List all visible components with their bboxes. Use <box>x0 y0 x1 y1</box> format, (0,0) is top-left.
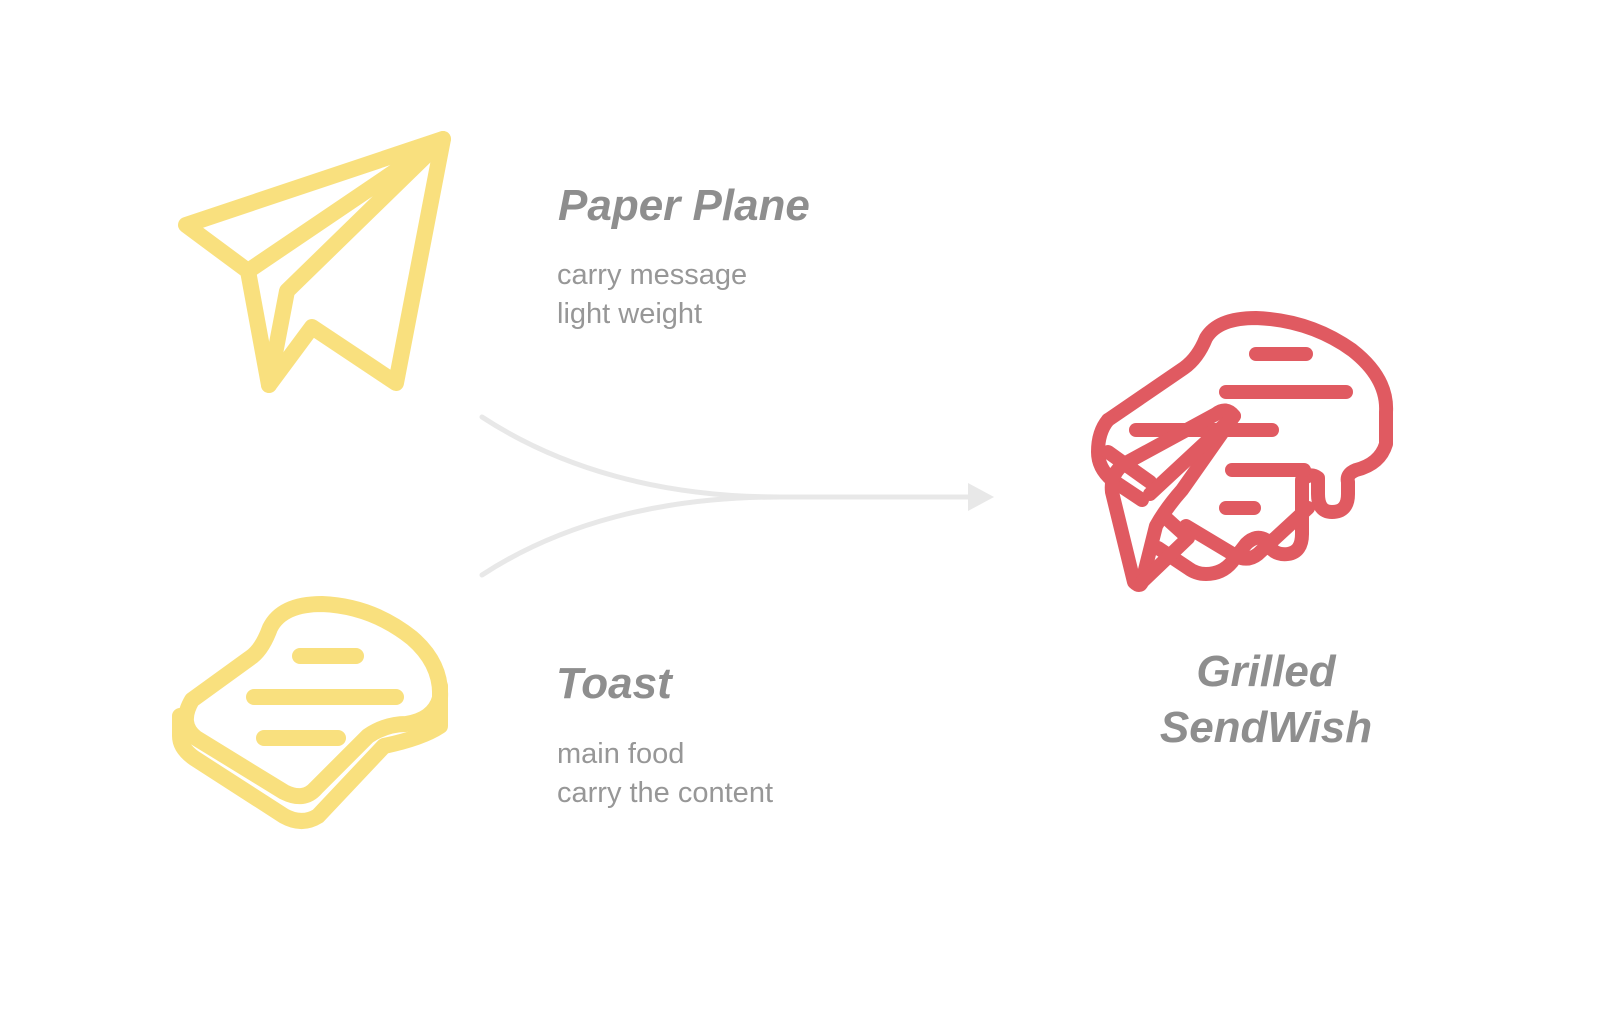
toast-line-2: carry the content <box>557 777 773 809</box>
grilled-sendwish-icon <box>1091 311 1446 612</box>
grilled-sendwish-title-line-2: SendWish <box>1159 703 1373 752</box>
paper-plane-icon <box>175 125 475 395</box>
toast-icon <box>172 596 472 858</box>
paper-plane-description: carry message light weight <box>557 256 747 334</box>
upper-flow-curve <box>479 414 783 500</box>
grilled-sendwish-title: Grilled SendWish <box>1096 644 1436 756</box>
grilled-sendwish-title-line-1: Grilled <box>1196 647 1336 696</box>
lower-flow-curve <box>479 494 783 578</box>
paper-plane-line-1: carry message <box>557 259 748 291</box>
flow-arrow-head <box>968 483 994 511</box>
paper-plane-line-2: light weight <box>557 298 703 330</box>
toast-title: Toast <box>556 659 672 708</box>
paper-plane-title: Paper Plane <box>558 181 810 230</box>
toast-description: main food carry the content <box>557 735 773 813</box>
toast-line-1: main food <box>557 738 685 770</box>
